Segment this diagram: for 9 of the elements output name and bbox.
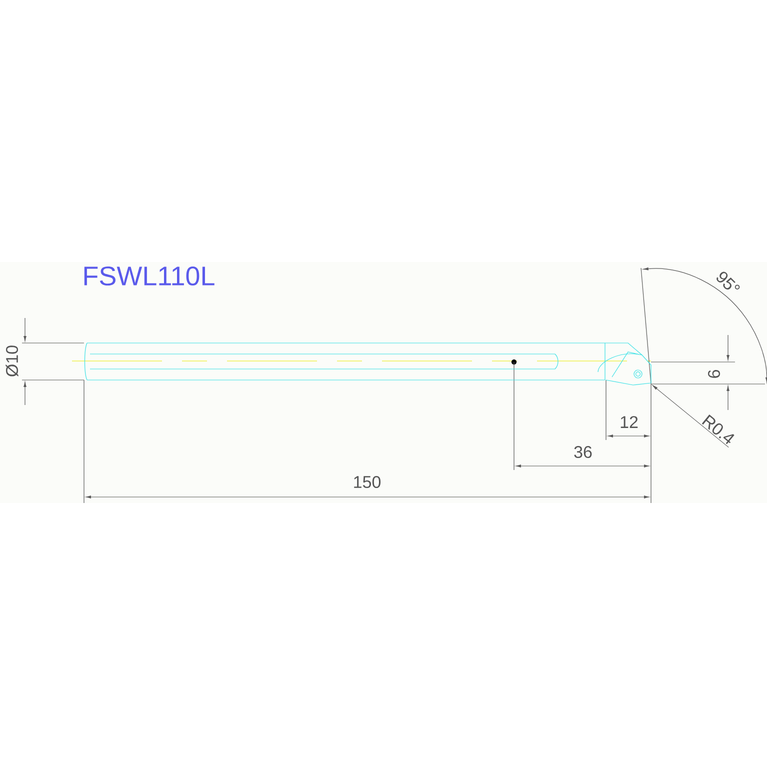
dimension-text: 12 xyxy=(620,416,638,428)
dimension-text: 95° xyxy=(716,272,740,290)
boring-bar-drawing xyxy=(84,342,652,386)
dimension-text: 36 xyxy=(574,446,592,458)
dimension-text: 6 xyxy=(708,370,720,378)
dimension-text: Ø10 xyxy=(6,346,18,376)
dimension-text: 150 xyxy=(354,476,381,488)
leader-line xyxy=(652,385,729,448)
title: FSWL110L xyxy=(84,266,214,286)
